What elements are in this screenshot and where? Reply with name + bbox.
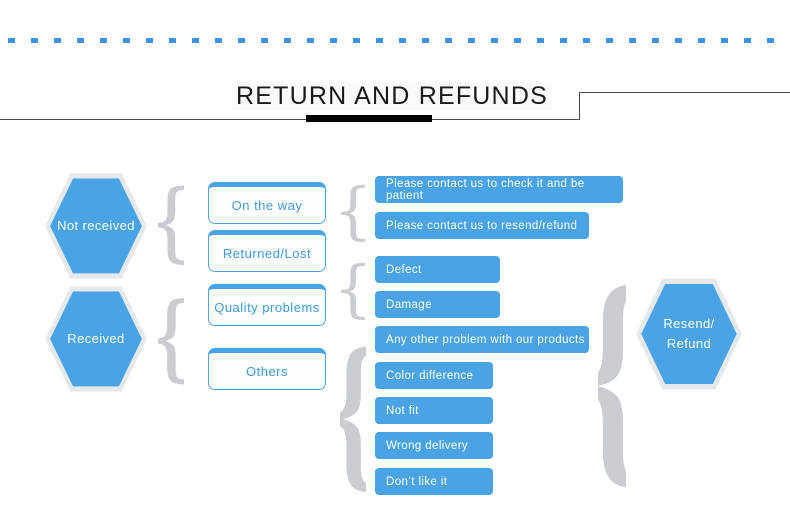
stage-hexagon-not-received-label: Not received: [50, 178, 142, 274]
stage-hexagon-not-received[interactable]: Not received: [45, 173, 147, 279]
detail-label: Damage: [386, 298, 432, 311]
header-rule-riser: [579, 93, 581, 120]
brace-quality-problems: {: [340, 256, 366, 322]
detail-label: Please contact us to resend/refund: [386, 219, 578, 232]
category-label: On the way: [231, 197, 303, 213]
detail-box-wrong-delivery[interactable]: Wrong delivery: [375, 432, 493, 459]
detail-label: Color difference: [386, 369, 474, 382]
outcome-hexagon-resend-refund[interactable]: Resend/ Refund: [636, 278, 742, 390]
category-label: Quality problems: [214, 299, 320, 315]
header-rule-right: [579, 92, 790, 94]
detail-box-color-difference[interactable]: Color difference: [375, 362, 493, 389]
header-accent-bar: [306, 115, 432, 122]
brace-glyph: {: [340, 332, 366, 492]
outcome-label-line1: Resend/: [663, 315, 715, 331]
detail-box-not-fit[interactable]: Not fit: [375, 397, 493, 424]
category-box-on-the-way[interactable]: On the way: [208, 182, 326, 224]
detail-label: Any other problem with our products: [386, 333, 585, 346]
category-label: Others: [245, 363, 288, 379]
detail-label: Wrong delivery: [386, 439, 469, 452]
detail-box-check[interactable]: Please contact us to check it and be pat…: [375, 176, 623, 203]
brace-glyph: {: [340, 180, 366, 242]
detail-box-defect[interactable]: Defect: [375, 256, 500, 283]
top-dotted-divider: [8, 38, 786, 43]
brace-not-received: {: [158, 176, 184, 268]
detail-box-resend[interactable]: Please contact us to resend/refund: [375, 212, 589, 239]
stage-hexagon-received-label: Received: [50, 291, 142, 387]
header-rule-left: [0, 119, 580, 121]
detail-box-any-other[interactable]: Any other problem with our products: [375, 326, 589, 353]
brace-received: {: [158, 288, 184, 388]
category-box-returned-lost[interactable]: Returned/Lost: [208, 230, 326, 272]
brace-glyph: {: [158, 291, 184, 385]
detail-box-damage[interactable]: Damage: [375, 291, 500, 318]
outcome-hexagon-label: Resend/ Refund: [641, 283, 737, 385]
brace-on-the-way: {: [340, 178, 366, 244]
stage-hexagon-received[interactable]: Received: [45, 286, 147, 392]
detail-label: Please contact us to check it and be pat…: [386, 177, 585, 202]
detail-label: Defect: [386, 263, 422, 276]
page-title: RETURN AND REFUNDS: [232, 82, 552, 111]
brace-glyph: {: [598, 264, 626, 488]
detail-label: Not fit: [386, 404, 419, 417]
outcome-label-line2: Refund: [666, 335, 712, 351]
category-box-quality-problems[interactable]: Quality problems: [208, 284, 326, 326]
brace-glyph: {: [158, 179, 184, 265]
detail-label: Don’t like it: [386, 475, 448, 488]
brace-glyph: {: [340, 258, 366, 320]
brace-outcome: {: [598, 258, 626, 494]
category-box-others[interactable]: Others: [208, 348, 326, 390]
category-label: Returned/Lost: [222, 245, 312, 261]
detail-box-dont-like[interactable]: Don’t like it: [375, 468, 493, 495]
brace-others: {: [340, 327, 366, 497]
